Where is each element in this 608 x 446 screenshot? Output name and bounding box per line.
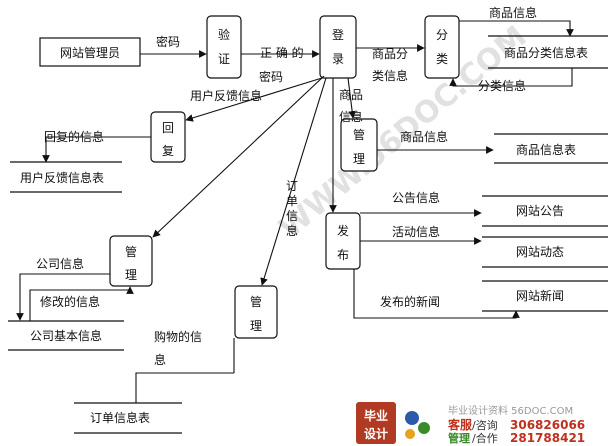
process-reply: 回 复 [150,111,186,163]
footer-hezuo-sep: /合作 [472,431,498,445]
footer-logo-bottom: 设计 [364,426,388,441]
store-news-label: 网站新闻 [516,288,564,303]
arrow-login-to-manage-goods [347,77,356,119]
flow-label-goods-category-2: 类信息 [372,68,408,83]
process-manage-goods-line1: 管 [353,127,365,142]
store-goods-category: 商品分类信息表 [488,35,608,69]
store-goods-label: 商品信息表 [516,142,576,157]
footer-kefu-qq: 306826066 [510,418,585,432]
flow-label-goods-info-top: 商品信息 [489,5,537,20]
store-goods: 商品信息表 [494,133,608,164]
footer-qq-icon [405,411,430,439]
flow-label-order-v2: 单 [286,194,298,208]
flow-label-category-info: 分类信息 [478,78,526,93]
flow-label-purchase-2: 息 [154,352,166,367]
process-classify-line1: 分 [436,28,448,42]
flow-label-published-news: 发布的新闻 [380,294,440,309]
process-publish: 发 布 [325,212,361,270]
flow-label-password: 密码 [156,34,180,49]
process-manage-company-line1: 管 [125,244,137,259]
process-login: 登 录 [319,15,357,79]
process-login-line1: 登 [332,27,344,42]
flow-label-notice: 公告信息 [392,190,440,205]
process-login-line2: 录 [332,52,344,66]
footer-kefu-sep: /咨询 [472,418,498,432]
flow-label-goods-category-1: 商品分 [372,46,408,61]
flow-label-purchase-1: 购物的信 [154,329,202,344]
store-feedback-label: 用户反馈信息表 [20,170,104,185]
flow-label-activity: 活动信息 [392,224,440,239]
entity-admin: 网站管理员 [39,37,141,67]
store-news: 网站新闻 [482,280,608,312]
footer-hezuo-label: 管理 [448,431,470,445]
flow-label-reply-info: 回复的信息 [44,129,104,144]
process-manage-orders: 管 理 [234,285,278,339]
flow-label-goods-info-mid: 商品信息 [400,129,448,144]
store-notice: 网站公告 [482,195,608,227]
process-manage-goods-line2: 理 [353,152,365,166]
footer-kefu-label: 客服 [447,417,473,432]
store-notice-label: 网站公告 [516,204,564,218]
arrow-publish-to-news [353,269,520,319]
process-publish-line1: 发 [337,223,349,238]
flow-label-correct-1: 正 确 的 [260,45,304,60]
flow-label-order-v4: 息 [286,223,298,238]
arrow-company-to-manage-company [29,286,134,321]
process-manage-company-line2: 理 [125,268,137,282]
process-classify: 分 类 [424,15,460,79]
process-manage-orders-line2: 理 [250,319,262,333]
process-classify-line2: 类 [436,52,448,66]
line-manage-orders-to-orders [135,372,234,403]
process-verify: 验 证 [206,15,242,79]
flow-label-correct-2: 密码 [259,69,283,84]
flow-lines [16,20,574,403]
flow-label-goods-info-v2: 信息 [339,109,363,124]
flow-label-modified-info: 修改的信息 [40,294,100,309]
flow-label-company-info: 公司信息 [36,256,84,271]
store-activity-label: 网站动态 [516,245,564,259]
store-company-label: 公司基本信息 [30,328,102,343]
arrow-classify-to-category-store [459,20,574,37]
footer-logo-block [356,402,396,444]
flow-label-user-feedback: 用户反馈信息 [190,88,262,103]
process-verify-line1: 验 [218,27,230,42]
arrow-reply-to-feedback [42,136,151,163]
entity-admin-label: 网站管理员 [60,45,120,60]
arrow-manage-company-to-company [16,273,110,321]
process-manage-orders-line1: 管 [250,294,262,309]
arrow-login-to-reply [185,77,323,122]
flow-label-order-v3: 信 [286,209,298,223]
arrow-login-to-manage-company [152,75,325,238]
store-company: 公司基本信息 [8,320,124,351]
process-manage-goods: 管 理 [340,118,378,172]
arrow-category-store-to-classify [449,68,573,87]
process-verify-line2: 证 [218,52,230,66]
footer-branding: 毕业 设计 毕业设计资料 56DOC.COM 客服 /咨询 306826066 … [356,402,585,445]
flow-label-order-v1: 订 [286,179,298,193]
process-reply-line2: 复 [162,144,174,158]
process-publish-line2: 布 [337,248,349,262]
footer-hezuo-qq: 281788421 [510,431,585,445]
footer-site: 毕业设计资料 56DOC.COM [448,404,573,417]
arrow-login-to-manage-orders [260,77,327,286]
store-orders: 订单信息表 [74,402,182,434]
process-manage-company: 管 理 [109,235,153,287]
store-goods-category-label: 商品分类信息表 [504,45,588,60]
footer-logo-top: 毕业 [364,408,388,423]
process-reply-line1: 回 [162,121,174,135]
flow-label-goods-info-v1: 商品 [339,87,363,102]
store-feedback: 用户反馈信息表 [10,161,122,193]
store-activity: 网站动态 [482,236,608,268]
store-orders-label: 订单信息表 [90,410,150,425]
